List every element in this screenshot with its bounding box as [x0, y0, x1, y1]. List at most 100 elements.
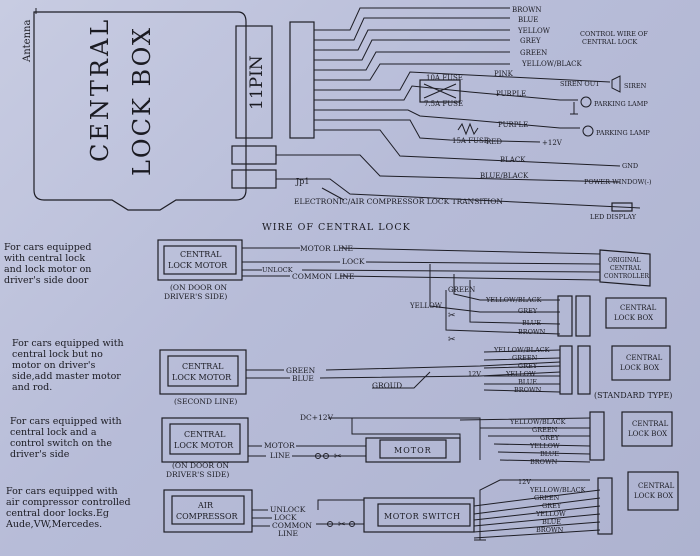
row1-controller-line2: CENTRAL	[610, 265, 641, 272]
plus-12v-label: +12V	[542, 139, 563, 147]
row4-desc-3: central door locks.Eg	[6, 508, 109, 519]
row4-desc-1: For cars equipped with	[6, 486, 118, 497]
row1-desc-2: with central lock	[4, 253, 85, 264]
transition-label: ELECTRONIC/AIR COMPRESSOR LOCK TRANSITIO…	[294, 197, 503, 206]
parking-lamp-icon	[580, 96, 592, 108]
antenna-label: Antenna	[22, 20, 33, 63]
row3-wire-yellow: YELLOW	[529, 442, 560, 450]
row2-connector-2	[577, 345, 591, 395]
row4-wire-yellow-black: YELLOW/BLACK	[529, 486, 586, 494]
row3-dc12v: DC+12V	[300, 413, 334, 422]
power-window-label: POWER WINDOW(-)	[584, 178, 652, 186]
row3-desc-2: central lock and a	[10, 427, 97, 438]
top-wire-bundle	[276, 7, 641, 209]
row3-motor: MOTOR	[264, 441, 295, 450]
row4-left-box-outer	[163, 489, 253, 533]
wire-label-red: RED	[486, 138, 502, 146]
row1-wire-blue: BLUE	[522, 319, 541, 327]
row3-desc-3: control switch on the	[10, 438, 112, 449]
row4-connector	[597, 477, 613, 535]
row2-desc-3: motor on driver's	[12, 360, 95, 371]
row4-line: LINE	[278, 529, 298, 538]
wire-label-brown: BROWN	[512, 6, 541, 14]
wire-label-purple: PURPLE	[496, 90, 526, 98]
jp1-block-lower	[231, 169, 277, 189]
row4-right-box-line1: CENTRAL	[638, 482, 675, 490]
antenna: Antenna	[22, 8, 37, 63]
fuse-10a-label: 10A FUSE	[426, 74, 463, 82]
row2-desc-2: central lock but no	[12, 349, 103, 360]
11pin-label: 11PIN	[247, 55, 267, 110]
row4-wire-green: GREEN	[534, 494, 560, 502]
row2-wire-yellow-black: YELLOW/BLACK	[493, 346, 550, 354]
row1-lock: LOCK	[342, 257, 365, 266]
fuse-10a	[419, 79, 461, 103]
row3-right-box-line2: LOCK BOX	[628, 430, 667, 438]
row1-controller-line3: CONTROLLER	[604, 273, 650, 280]
row1-wire-yellow-black: YELLOW/BLACK	[485, 296, 542, 304]
row1-unlock: UNLOCK	[262, 266, 293, 274]
row3-left-box-line2: LOCK MOTOR	[174, 441, 234, 450]
row3-right-box	[621, 411, 673, 447]
wire-label-pink: PINK	[494, 70, 514, 78]
row1-original-controller	[599, 249, 651, 287]
row4-wire-brown: BROWN	[536, 526, 564, 534]
row1-desc-1: For cars equipped	[4, 242, 92, 253]
row1-desc-3: and lock motor on	[4, 264, 91, 275]
row3-connector	[589, 411, 605, 461]
led-display-label: LED DISPLAY	[590, 213, 637, 221]
row3-left-box-outer	[161, 417, 249, 463]
row-2: For cars equipped with central lock but …	[12, 338, 672, 406]
row4-common: COMMON	[272, 521, 312, 530]
row2-left-box	[167, 355, 239, 387]
fuse-15a	[457, 122, 479, 136]
row4-right-box-line2: LOCK BOX	[634, 492, 673, 500]
siren-icon	[611, 75, 621, 93]
wire-label-grey: GREY	[520, 37, 541, 45]
row4-right-box	[627, 471, 679, 511]
row3-wire-brown: BROWN	[530, 458, 558, 466]
row1-left-box-line1: CENTRAL	[180, 250, 222, 259]
row1-motor-line: MOTOR LINE	[300, 244, 353, 253]
wire-label-green: GREEN	[520, 49, 547, 57]
row-3: For cars equipped with central lock and …	[10, 411, 673, 479]
row4-unlock: UNLOCK	[270, 505, 306, 514]
row3-motor-box-outer	[365, 437, 461, 463]
row1-yellow: YELLOW	[409, 302, 443, 310]
row4-left-box-line2: COMPRESSOR	[176, 512, 238, 521]
row3-wire-grey: GREY	[540, 434, 560, 442]
row-1: For cars equipped with central lock and …	[4, 239, 667, 345]
row4-wire-blue: BLUE	[542, 518, 561, 526]
row-4: For cars equipped with air compressor co…	[5, 471, 679, 541]
row2-left-box-line1: CENTRAL	[182, 362, 224, 371]
row3-scissors-icon: ✂	[334, 452, 342, 462]
row2-note: (SECOND LINE)	[174, 397, 237, 406]
row1-wire-grey: GREY	[518, 307, 538, 315]
jp1-label: Jp1	[295, 177, 309, 186]
siren-label: SIREN	[624, 82, 647, 90]
wire-label-purple-2: PURPLE	[498, 121, 528, 129]
siren-out-label: SIREN OUT	[560, 80, 600, 88]
row2-wire-green: GREEN	[512, 354, 538, 362]
section-title: WIRE OF CENTRAL LOCK	[262, 222, 411, 233]
row3-motor-label: MOTOR	[394, 446, 432, 455]
row4-motor-switch-outer	[363, 497, 475, 533]
row4-wire-yellow: YELLOW	[535, 510, 566, 518]
row2-groud: GROUD	[372, 381, 402, 390]
row3-line: LINE	[270, 451, 290, 460]
row1-left-box	[163, 245, 237, 275]
row2-connector	[559, 345, 573, 395]
row4-motor-switch-box	[377, 503, 471, 527]
row1-right-box-line2: LOCK BOX	[614, 314, 653, 322]
row4-lock: LOCK	[274, 513, 297, 522]
row1-note-1: (ON DOOR ON	[170, 283, 228, 292]
row4-scissors-icon: ✂	[338, 520, 346, 530]
row2-right-box	[611, 345, 671, 381]
row2-wire-blue: BLUE	[518, 378, 537, 386]
row2-desc-1: For cars equipped with	[12, 338, 124, 349]
wire-label-yellow-black: YELLOW/BLACK	[521, 60, 583, 68]
row2-right-box-line1: CENTRAL	[626, 354, 663, 362]
row1-controller-line1: ORIGINAL	[608, 257, 641, 264]
row1-left-box-line2: LOCK MOTOR	[168, 261, 228, 270]
